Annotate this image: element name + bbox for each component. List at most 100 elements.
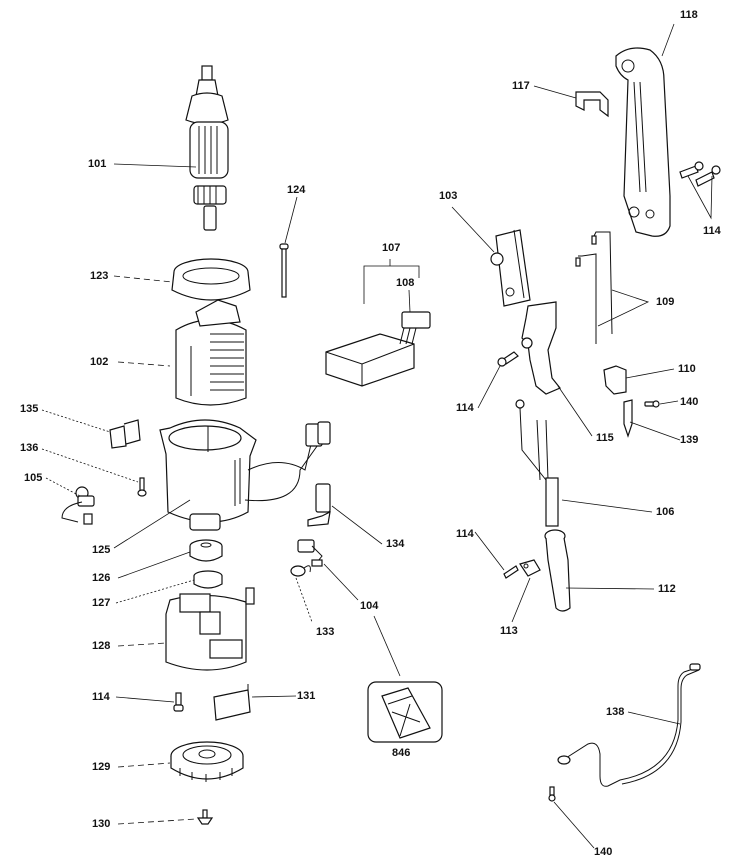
brush-holder-part	[307, 483, 331, 527]
brush-lead-part	[61, 486, 95, 525]
bearing-part	[189, 539, 223, 562]
label-113: 113	[500, 625, 518, 637]
trigger-part	[521, 301, 561, 395]
label-139: 139	[680, 434, 699, 446]
label-124: 124	[287, 184, 306, 196]
leader-126	[117, 551, 191, 579]
label-136: 136	[20, 442, 39, 454]
label-114-lower: 114	[456, 528, 474, 540]
screw-140-middle-part	[644, 400, 660, 408]
label-134: 134	[386, 538, 405, 550]
leader-114-lower	[474, 531, 505, 571]
brush-box-part	[213, 684, 251, 721]
brush-part	[297, 539, 323, 567]
leader-101	[113, 163, 197, 168]
label-110: 110	[678, 363, 696, 375]
label-128: 128	[92, 640, 111, 652]
baffle-part	[171, 258, 251, 301]
wire-leads-part	[575, 231, 613, 344]
label-105: 105	[24, 472, 43, 484]
leader-127	[115, 579, 195, 604]
screw-140-bottom-part	[548, 786, 556, 802]
terminal-139-part	[623, 399, 633, 438]
clip-117-part	[575, 91, 609, 118]
label-133: 133	[316, 626, 335, 638]
leader-129	[117, 762, 171, 768]
electronic-module-part	[325, 311, 431, 387]
leader-140-middle	[659, 400, 679, 405]
terminal-135-part	[109, 419, 141, 449]
leader-130	[117, 818, 197, 825]
leader-109	[597, 289, 650, 327]
brush-holder-housing-part	[165, 587, 255, 671]
label-127: 127	[92, 597, 111, 609]
label-102: 102	[90, 356, 109, 368]
label-140-bottom: 140	[594, 846, 613, 858]
leader-112	[565, 587, 655, 590]
cord-clamp-part	[519, 559, 541, 577]
long-screw-part	[279, 243, 289, 298]
leader-128	[117, 642, 167, 647]
leader-110	[625, 368, 675, 379]
label-114-handle: 114	[703, 225, 721, 237]
label-140-middle: 140	[680, 396, 699, 408]
leader-134	[331, 505, 383, 545]
bracket-107	[363, 265, 420, 304]
leader-108	[408, 289, 411, 313]
leader-104-846	[373, 615, 401, 677]
leader-117	[533, 85, 577, 99]
screw-136-part	[137, 477, 147, 497]
power-cord-part	[515, 399, 559, 527]
label-103: 103	[439, 190, 458, 202]
switch-part	[490, 229, 531, 307]
brush-kit-box	[367, 681, 443, 743]
end-cap-part	[170, 741, 244, 782]
armature-part	[185, 65, 229, 231]
leader-123	[113, 275, 173, 283]
label-125: 125	[92, 544, 111, 556]
label-115: 115	[596, 432, 614, 444]
leader-140-bottom	[553, 801, 595, 849]
label-130: 130	[92, 818, 111, 830]
spring-part	[290, 565, 311, 577]
leader-114-handle	[687, 175, 713, 220]
leader-131	[251, 695, 297, 698]
ground-wire-part	[557, 663, 701, 787]
leader-114-middle	[477, 365, 501, 409]
label-114-middle: 114	[456, 402, 474, 414]
label-101: 101	[88, 158, 107, 170]
clip-110-part	[603, 365, 627, 395]
field-stator-part	[175, 299, 247, 406]
label-135: 135	[20, 403, 39, 415]
bearing-retainer-part	[193, 570, 223, 589]
label-118: 118	[680, 9, 698, 21]
leader-104	[323, 563, 359, 601]
leader-133	[295, 577, 313, 623]
label-114-left: 114	[92, 691, 110, 703]
label-138: 138	[606, 706, 625, 718]
screw-114-lower-part	[503, 565, 519, 579]
leader-106	[561, 499, 653, 513]
label-109: 109	[656, 296, 675, 308]
label-112: 112	[658, 583, 676, 595]
leader-125	[113, 499, 191, 549]
screw-130-part	[196, 809, 214, 825]
motor-housing-part	[159, 419, 331, 531]
leader-139	[629, 421, 681, 441]
handle-part	[615, 47, 671, 237]
label-123: 123	[90, 270, 109, 282]
leader-118	[661, 23, 675, 57]
label-846: 846	[392, 747, 411, 759]
screw-114-left-part	[173, 692, 184, 712]
leader-103	[451, 206, 495, 253]
label-104: 104	[360, 600, 379, 612]
label-107: 107	[382, 242, 401, 254]
leader-113	[511, 577, 531, 623]
leader-135	[41, 409, 111, 433]
leader-124	[284, 196, 298, 244]
screw-114-handle-part	[679, 161, 721, 187]
leader-105	[45, 477, 81, 497]
cord-protector-part	[544, 529, 571, 612]
